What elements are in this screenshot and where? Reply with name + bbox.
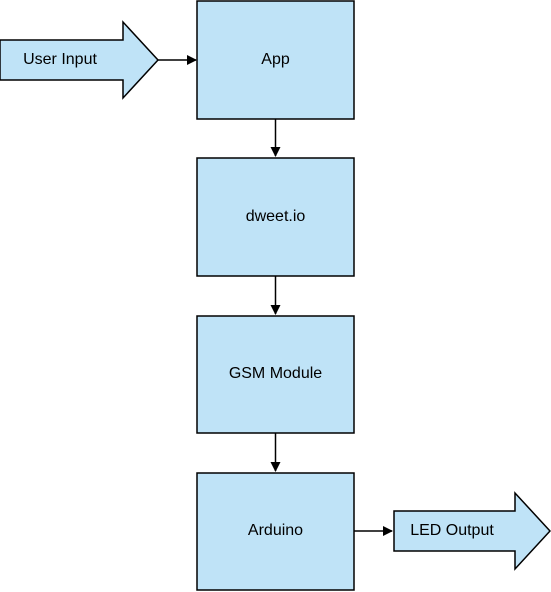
node-dweet-box xyxy=(196,157,355,277)
led-output-arrow: LED Output xyxy=(393,491,551,571)
user-input-arrow: User Input xyxy=(0,20,160,100)
node-dweet-label: dweet.io xyxy=(246,208,306,225)
node-app-box xyxy=(196,0,355,120)
node-app-label: App xyxy=(261,51,290,68)
node-gsm-module-box xyxy=(196,315,355,434)
node-gsm-module-label: GSM Module xyxy=(229,365,322,382)
user-input-arrow-shape xyxy=(0,20,160,100)
user-input-label: User Input xyxy=(23,51,97,68)
led-output-label: LED Output xyxy=(410,522,494,539)
led-output-arrow-shape xyxy=(393,491,551,571)
node-gsm-module: GSM Module xyxy=(196,315,355,434)
node-arduino: Arduino xyxy=(196,472,355,591)
node-dweet: dweet.io xyxy=(196,157,355,277)
node-arduino-label: Arduino xyxy=(248,522,303,539)
node-arduino-box xyxy=(196,472,355,591)
node-app: App xyxy=(196,0,355,120)
